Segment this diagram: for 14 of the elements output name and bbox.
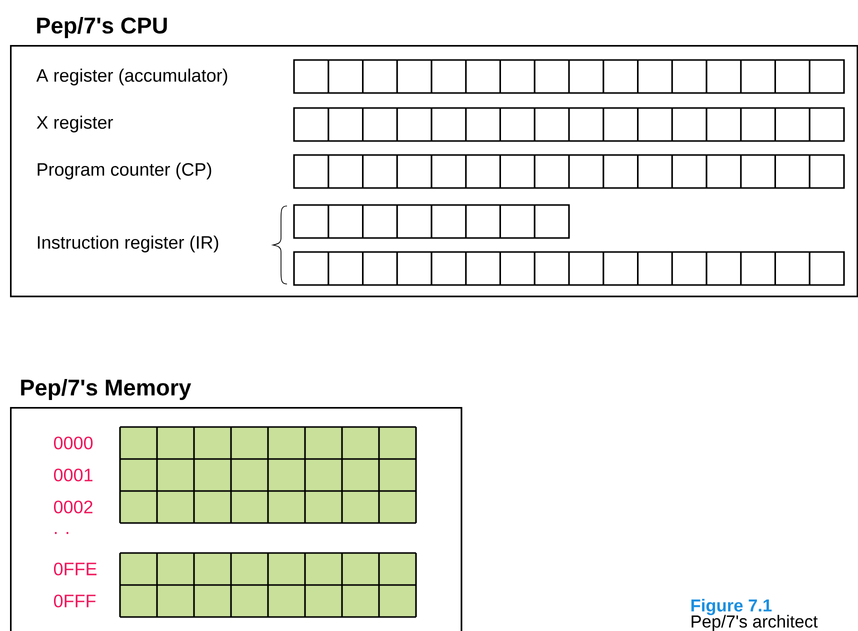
ellipsis-label: . .	[54, 532, 68, 534]
register-label: Program counter (CP)	[38, 162, 212, 180]
caption-text: Pep/7's architect	[692, 614, 818, 631]
address-label: 0FFE	[54, 562, 96, 576]
register-label: X register	[36, 116, 113, 132]
address-label: 0002	[54, 500, 92, 514]
register-label: A register (accumulator)	[36, 68, 228, 86]
address-label: 0FFF	[54, 594, 96, 608]
address-label: 0000	[54, 436, 93, 450]
figure-number: Figure 7.1	[691, 598, 772, 616]
register-label: Instruction register (IR)	[38, 236, 218, 252]
node-label: Pep/7's CPU	[37, 16, 167, 38]
address-label: 0001	[54, 468, 92, 482]
node-label: Pep/7's Memory	[21, 378, 192, 400]
